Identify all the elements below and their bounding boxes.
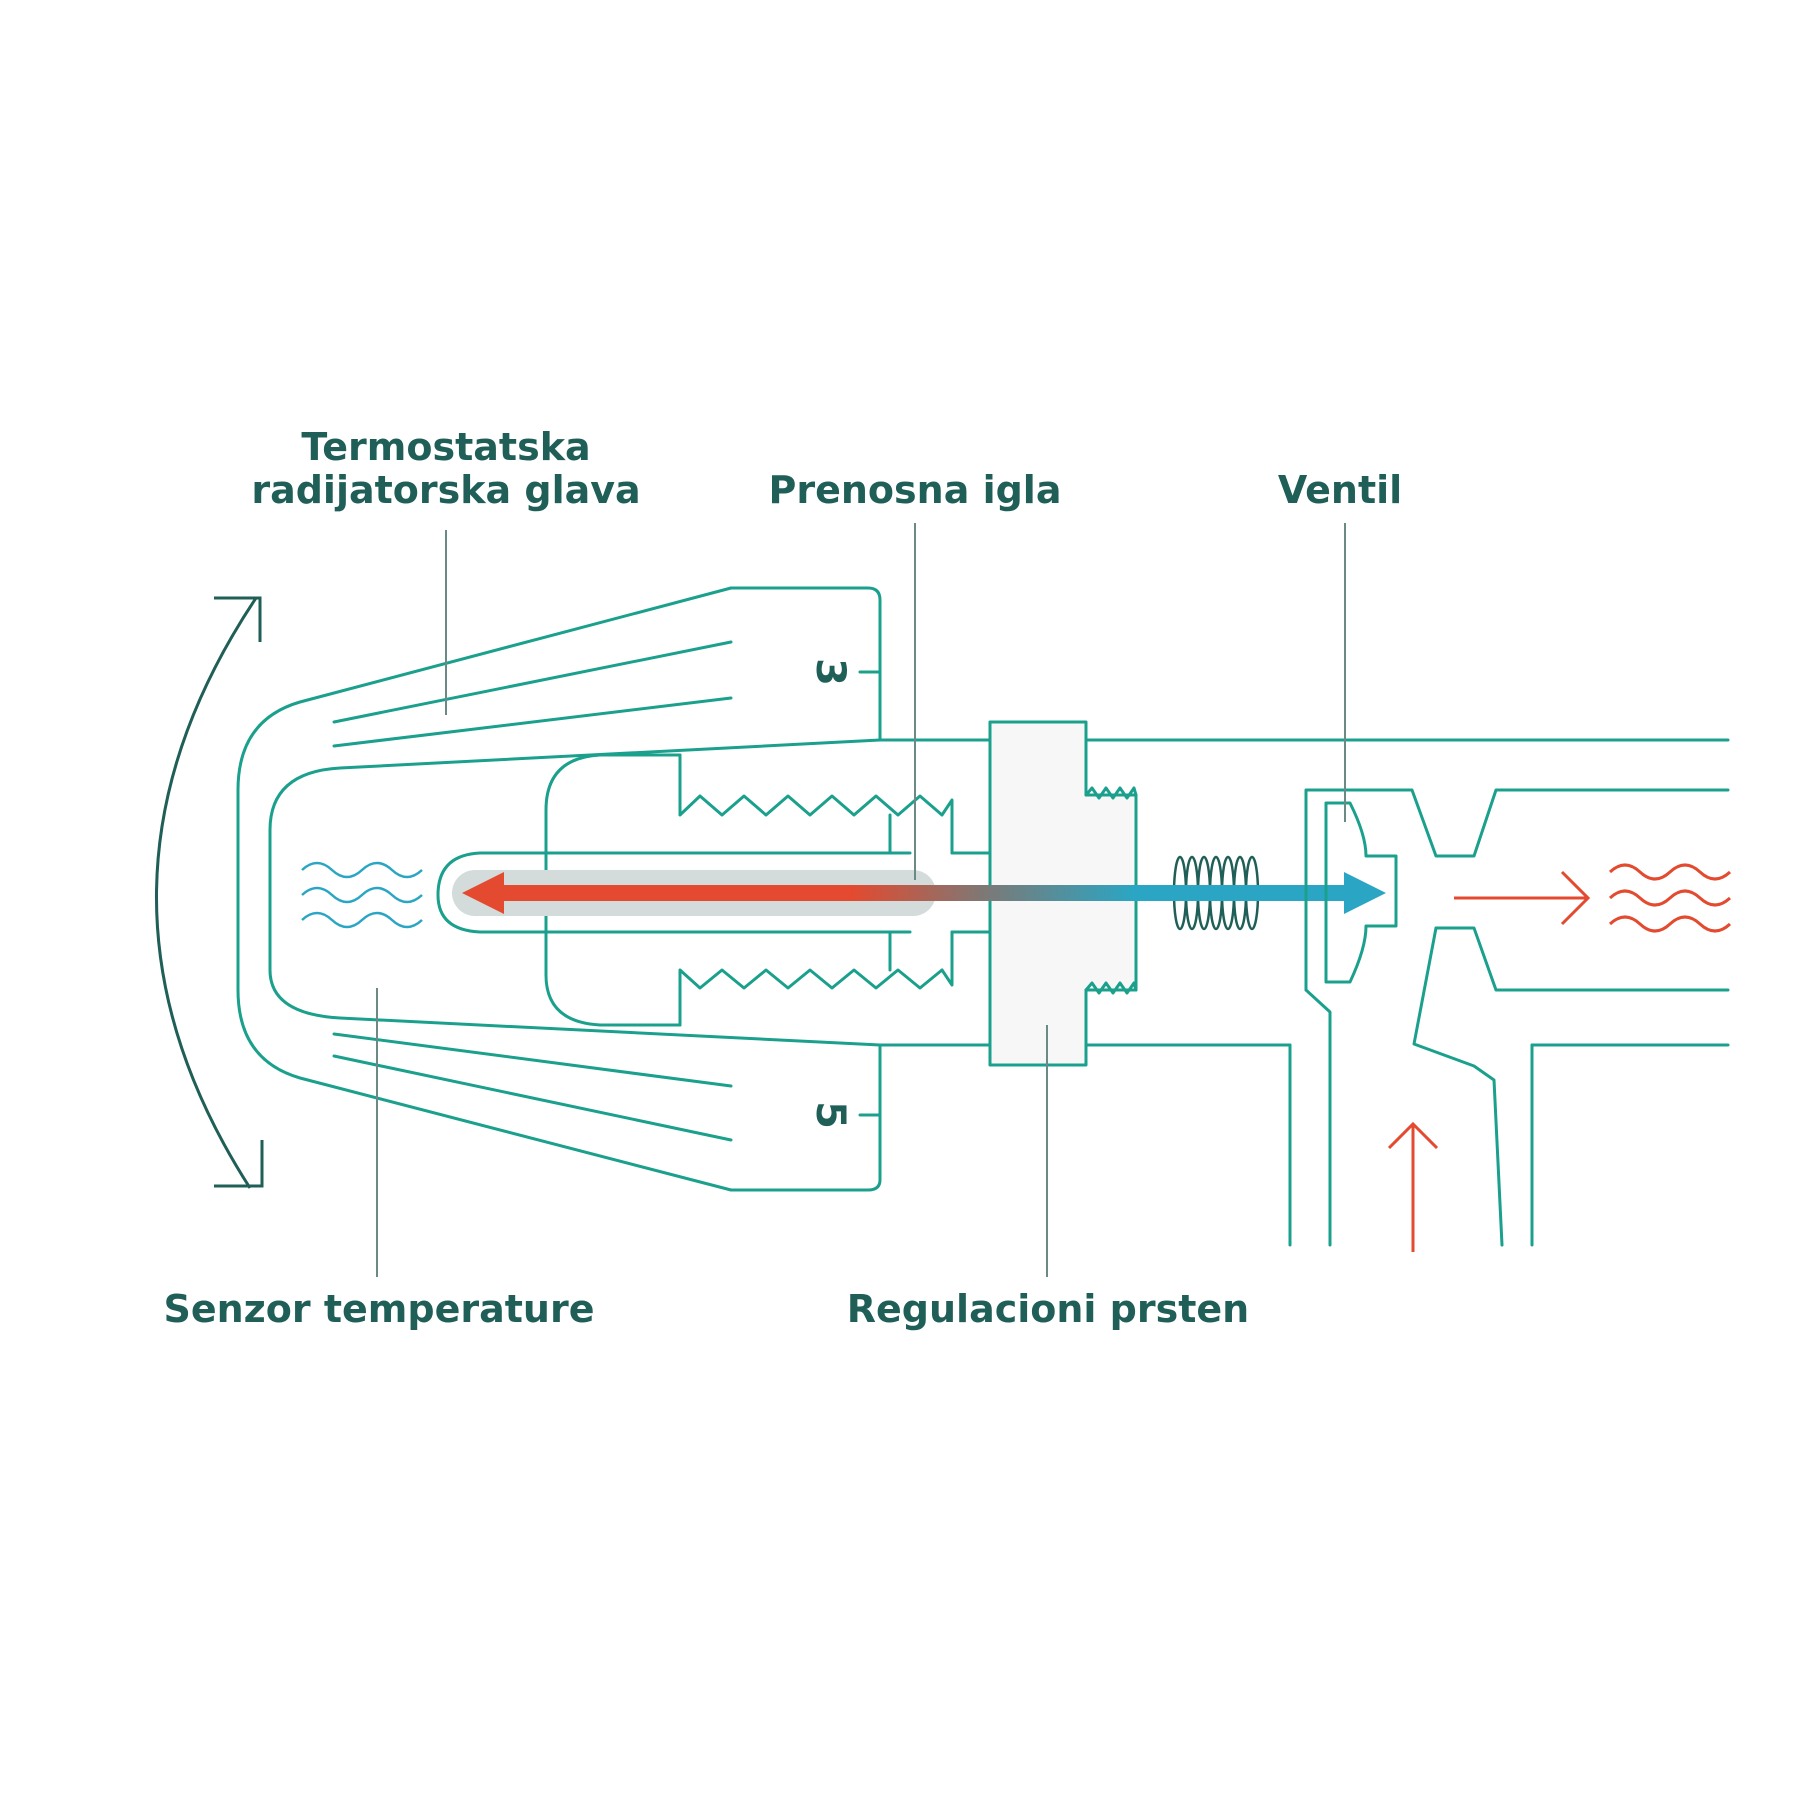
cold-waves-icon bbox=[301, 861, 423, 929]
inner-chamber bbox=[268, 738, 1730, 1247]
label-temperature-sensor: Senzor temperature bbox=[163, 1287, 594, 1331]
label-thermostatic-head-line1: Termostatska bbox=[301, 425, 590, 469]
label-thermostatic-head-line2: radijatorska glava bbox=[251, 468, 640, 512]
hot-waves-icon bbox=[1608, 863, 1732, 933]
label-valve: Ventil bbox=[1278, 468, 1402, 512]
transmission-pin-arrow bbox=[462, 872, 1386, 914]
thermostatic-head bbox=[236, 586, 882, 1192]
label-regulation-ring: Regulacioni prsten bbox=[847, 1287, 1249, 1331]
dial-number-bottom: 5 bbox=[807, 1101, 853, 1129]
leader-lines bbox=[376, 523, 1346, 1277]
label-transmission-pin: Prenosna igla bbox=[769, 468, 1062, 512]
dial-number-top: 3 bbox=[807, 658, 853, 686]
rotation-arrow-icon bbox=[155, 596, 264, 1189]
valve-body bbox=[1304, 788, 1730, 1247]
hot-flow-arrow-icon bbox=[1387, 870, 1591, 1252]
